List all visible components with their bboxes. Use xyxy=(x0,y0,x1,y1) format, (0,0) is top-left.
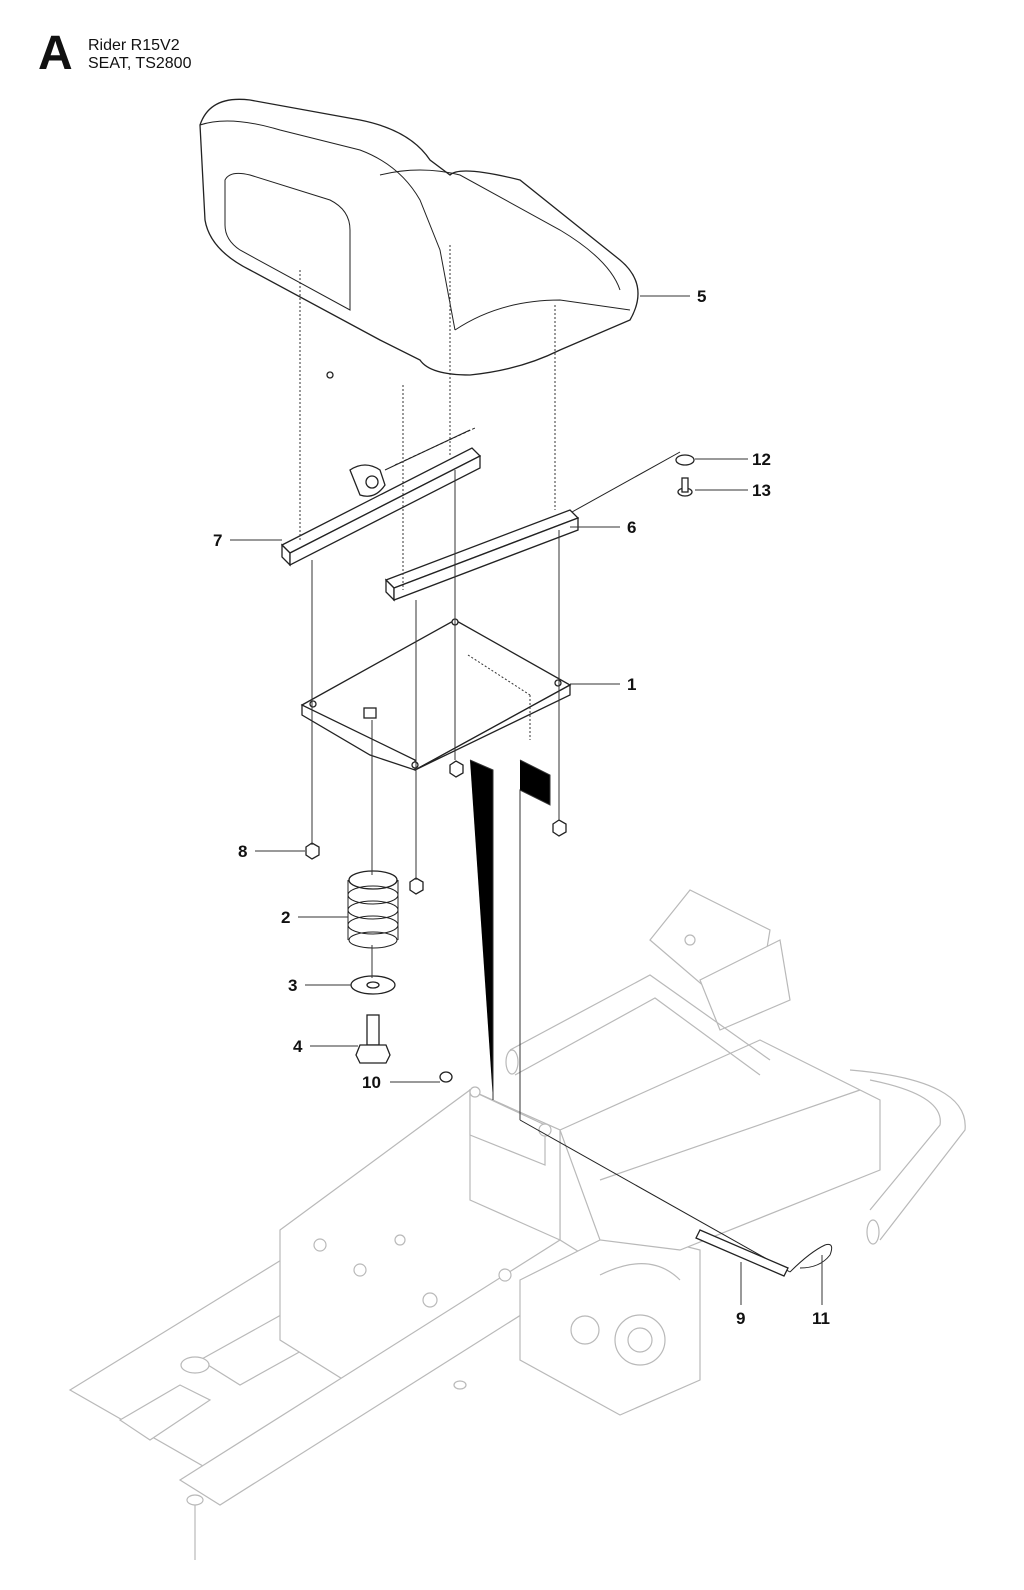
callout-5: 5 xyxy=(697,287,706,306)
part-slide-rail-left xyxy=(280,427,482,567)
part-slide-rail-right xyxy=(384,451,681,602)
part-washer-small xyxy=(675,454,695,466)
assembly-name: SEAT, TS2800 xyxy=(88,55,192,72)
part-hairpin-clip xyxy=(789,1244,833,1273)
callout-2: 2 xyxy=(281,908,290,927)
part-spring xyxy=(347,870,399,949)
callout-13: 13 xyxy=(752,481,771,500)
model-name: Rider R15V2 xyxy=(88,37,180,54)
callout-10: 10 xyxy=(362,1073,381,1092)
callout-6: 6 xyxy=(627,518,636,537)
callout-1: 1 xyxy=(627,675,636,694)
section-letter: A xyxy=(38,27,73,80)
callout-8: 8 xyxy=(238,842,247,861)
callout-4: 4 xyxy=(293,1037,303,1056)
part-nuts xyxy=(305,760,567,895)
callout-labels: 1 2 3 4 5 6 7 8 9 10 11 12 13 xyxy=(213,287,830,1328)
part-seat-bracket xyxy=(300,618,572,771)
part-screw-small xyxy=(677,477,693,497)
assembly-lines xyxy=(299,245,560,1120)
callout-3: 3 xyxy=(288,976,297,995)
callout-12: 12 xyxy=(752,450,771,469)
part-seat xyxy=(199,98,639,379)
diagram-header: A Rider R15V2 SEAT, TS2800 xyxy=(0,0,1024,90)
callout-11: 11 xyxy=(812,1309,830,1328)
part-washer xyxy=(350,975,396,995)
callout-9: 9 xyxy=(736,1309,745,1328)
callout-leaders xyxy=(230,295,823,1305)
part-pivot-rod xyxy=(519,1119,791,1277)
tractor-frame xyxy=(68,889,966,1560)
callout-7: 7 xyxy=(213,531,222,550)
part-bolt xyxy=(355,1014,391,1064)
part-clip-washer xyxy=(439,1071,453,1083)
